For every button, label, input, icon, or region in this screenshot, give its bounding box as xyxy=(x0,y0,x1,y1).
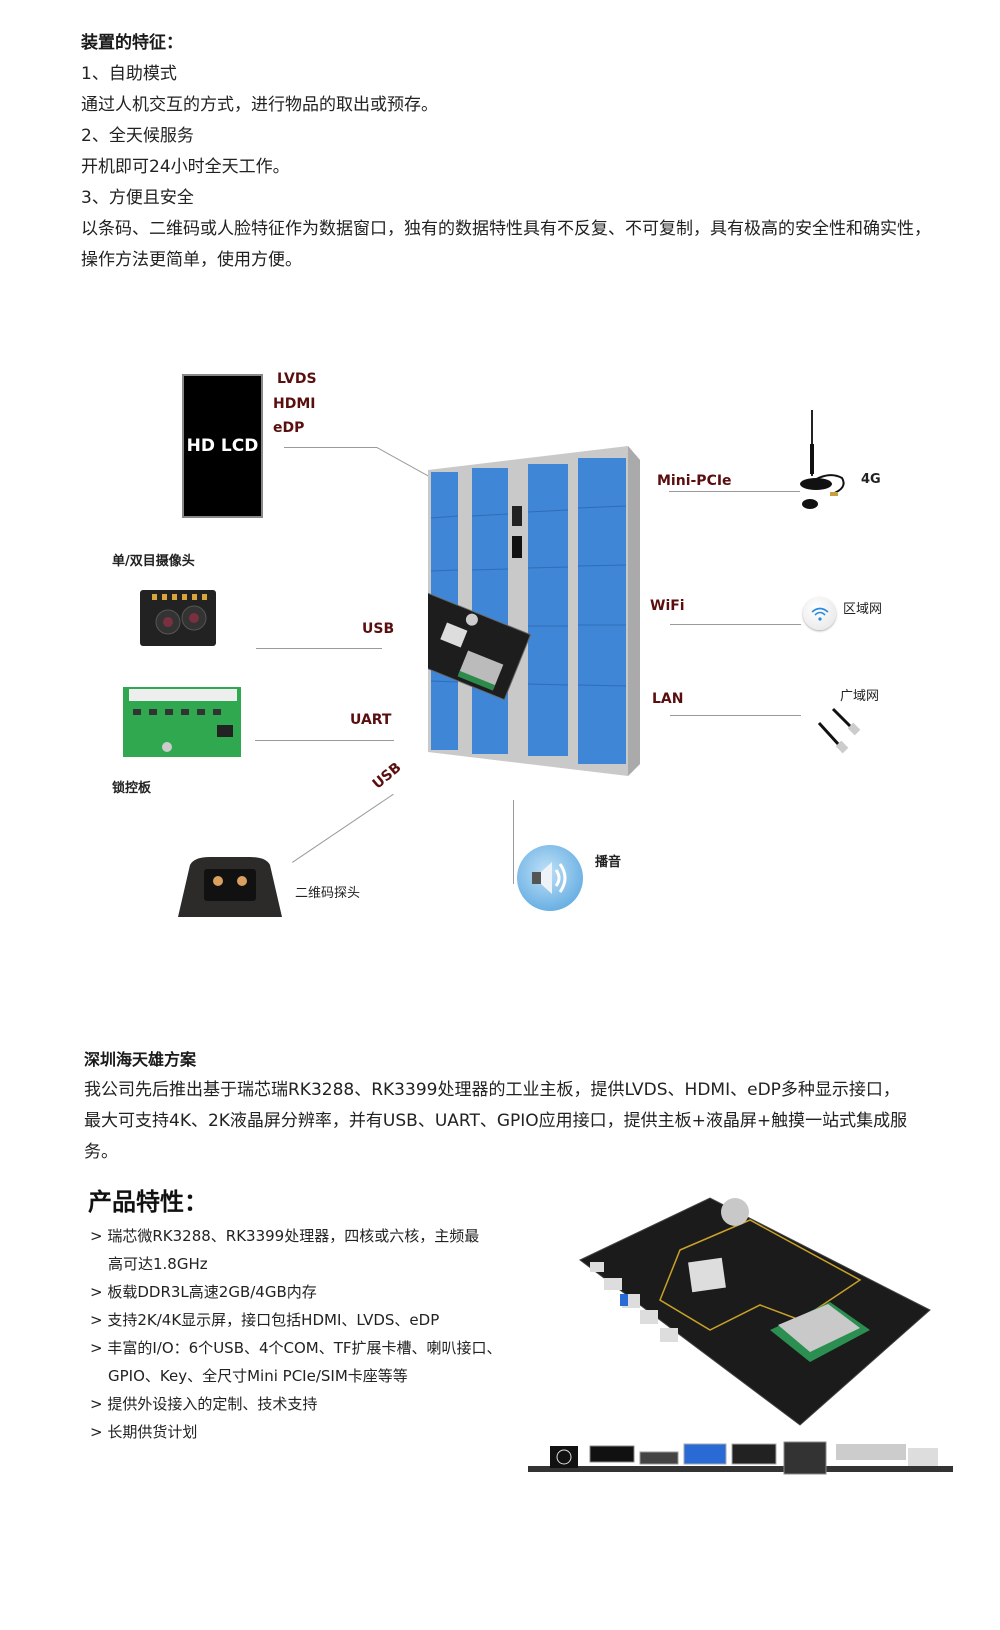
solution-heading: 深圳海天雄方案 xyxy=(84,1050,197,1069)
label-wifi: WiFi xyxy=(650,598,685,614)
feature-item: > 丰富的I/O：6个USB、4个COM、TF扩展卡槽、喇叭接口、 xyxy=(90,1339,502,1357)
feature-item: > 支持2K/4K显示屏，接口包括HDMI、LVDS、eDP xyxy=(90,1311,440,1329)
speaker-label: 播音 xyxy=(595,855,622,870)
4g-antenna-icon xyxy=(800,410,845,509)
dual-camera-image xyxy=(140,590,216,646)
feature-3-desc: 以条码、二维码或人脸特征作为数据窗口，独有的数据特性具有不反复、不可复制，具有极… xyxy=(81,219,931,270)
feature-2-desc: 开机即可24小时全天工作。 xyxy=(81,157,290,177)
solution-section: 深圳海天雄方案 我公司先后推出基于瑞芯瑞RK3288、RK3399处理器的工业主… xyxy=(84,1045,914,1168)
4g-label: 4G xyxy=(861,472,881,487)
feature-2-title: 2、全天候服务 xyxy=(81,126,194,146)
ethernet-cable-icon xyxy=(817,707,861,754)
bullet: > xyxy=(90,1283,103,1301)
connector-line-lcd xyxy=(284,447,377,448)
connector-line-lan xyxy=(670,715,801,716)
feature-item: > 长期供货计划 xyxy=(90,1423,198,1441)
lock-control-board-image xyxy=(123,687,241,757)
mainboard-side-image xyxy=(528,1441,953,1475)
label-hdmi: HDMI xyxy=(273,396,316,412)
label-lan: LAN xyxy=(652,691,684,707)
locker-cabinet-image xyxy=(428,446,640,776)
lan-area-label: 区域网 xyxy=(843,602,883,617)
bullet: > xyxy=(90,1227,103,1245)
wifi-icon xyxy=(803,597,836,630)
product-features-title: 产品特性： xyxy=(88,1188,208,1216)
label-uart: UART xyxy=(350,712,392,728)
feature-item: > 提供外设接入的定制、技术支持 xyxy=(90,1395,318,1413)
feature-item-cont: 高可达1.8GHz xyxy=(108,1255,208,1273)
feature-3-title: 3、方便且安全 xyxy=(81,188,194,208)
connector-line-lcd-diag xyxy=(376,447,434,480)
lock-board-label: 锁控板 xyxy=(112,781,152,796)
camera-label: 单/双目摄像头 xyxy=(112,554,195,569)
feature-1-title: 1、自助模式 xyxy=(81,64,177,84)
device-features-heading: 装置的特征： xyxy=(81,33,183,53)
connector-line-speaker xyxy=(513,800,514,884)
bullet: > xyxy=(90,1423,103,1441)
wan-label: 广域网 xyxy=(840,689,880,704)
feature-item-cont: GPIO、Key、全尺寸Mini PCIe/SIM卡座等等 xyxy=(108,1367,408,1385)
feature-item: > 板载DDR3L高速2GB/4GB内存 xyxy=(90,1283,317,1301)
speaker-icon xyxy=(517,845,583,911)
product-features-list: > 瑞芯微RK3288、RK3399处理器，四核或六核，主频最 高可达1.8GH… xyxy=(90,1222,540,1446)
bullet: > xyxy=(90,1395,103,1413)
hd-lcd-image: HD LCD xyxy=(182,374,263,518)
label-usb-camera: USB xyxy=(362,621,395,637)
connector-line-lock-board xyxy=(255,740,394,741)
connector-line-camera xyxy=(256,648,382,649)
feature-1-desc: 通过人机交互的方式，进行物品的取出或预存。 xyxy=(81,95,438,115)
label-mini-pcie: Mini-PCIe xyxy=(657,473,732,489)
connector-line-wifi xyxy=(670,624,801,625)
qr-scanner-image xyxy=(178,857,282,917)
connector-line-scanner xyxy=(292,793,394,863)
scanner-label: 二维码探头 xyxy=(295,886,361,901)
device-features-section: 装置的特征： 1、自助模式 通过人机交互的方式，进行物品的取出或预存。 2、全天… xyxy=(81,28,941,276)
bullet: > xyxy=(90,1311,103,1329)
label-edp: eDP xyxy=(273,420,305,436)
feature-item: > 瑞芯微RK3288、RK3399处理器，四核或六核，主频最 xyxy=(90,1227,480,1245)
solution-paragraph: 我公司先后推出基于瑞芯瑞RK3288、RK3399处理器的工业主板，提供LVDS… xyxy=(84,1080,908,1162)
label-lvds: LVDS xyxy=(277,371,317,387)
lcd-label: HD LCD xyxy=(186,436,259,456)
connector-line-4g xyxy=(669,491,800,492)
bullet: > xyxy=(90,1339,103,1357)
mainboard-top-image xyxy=(579,1197,931,1426)
label-usb-scanner: USB xyxy=(369,759,405,793)
